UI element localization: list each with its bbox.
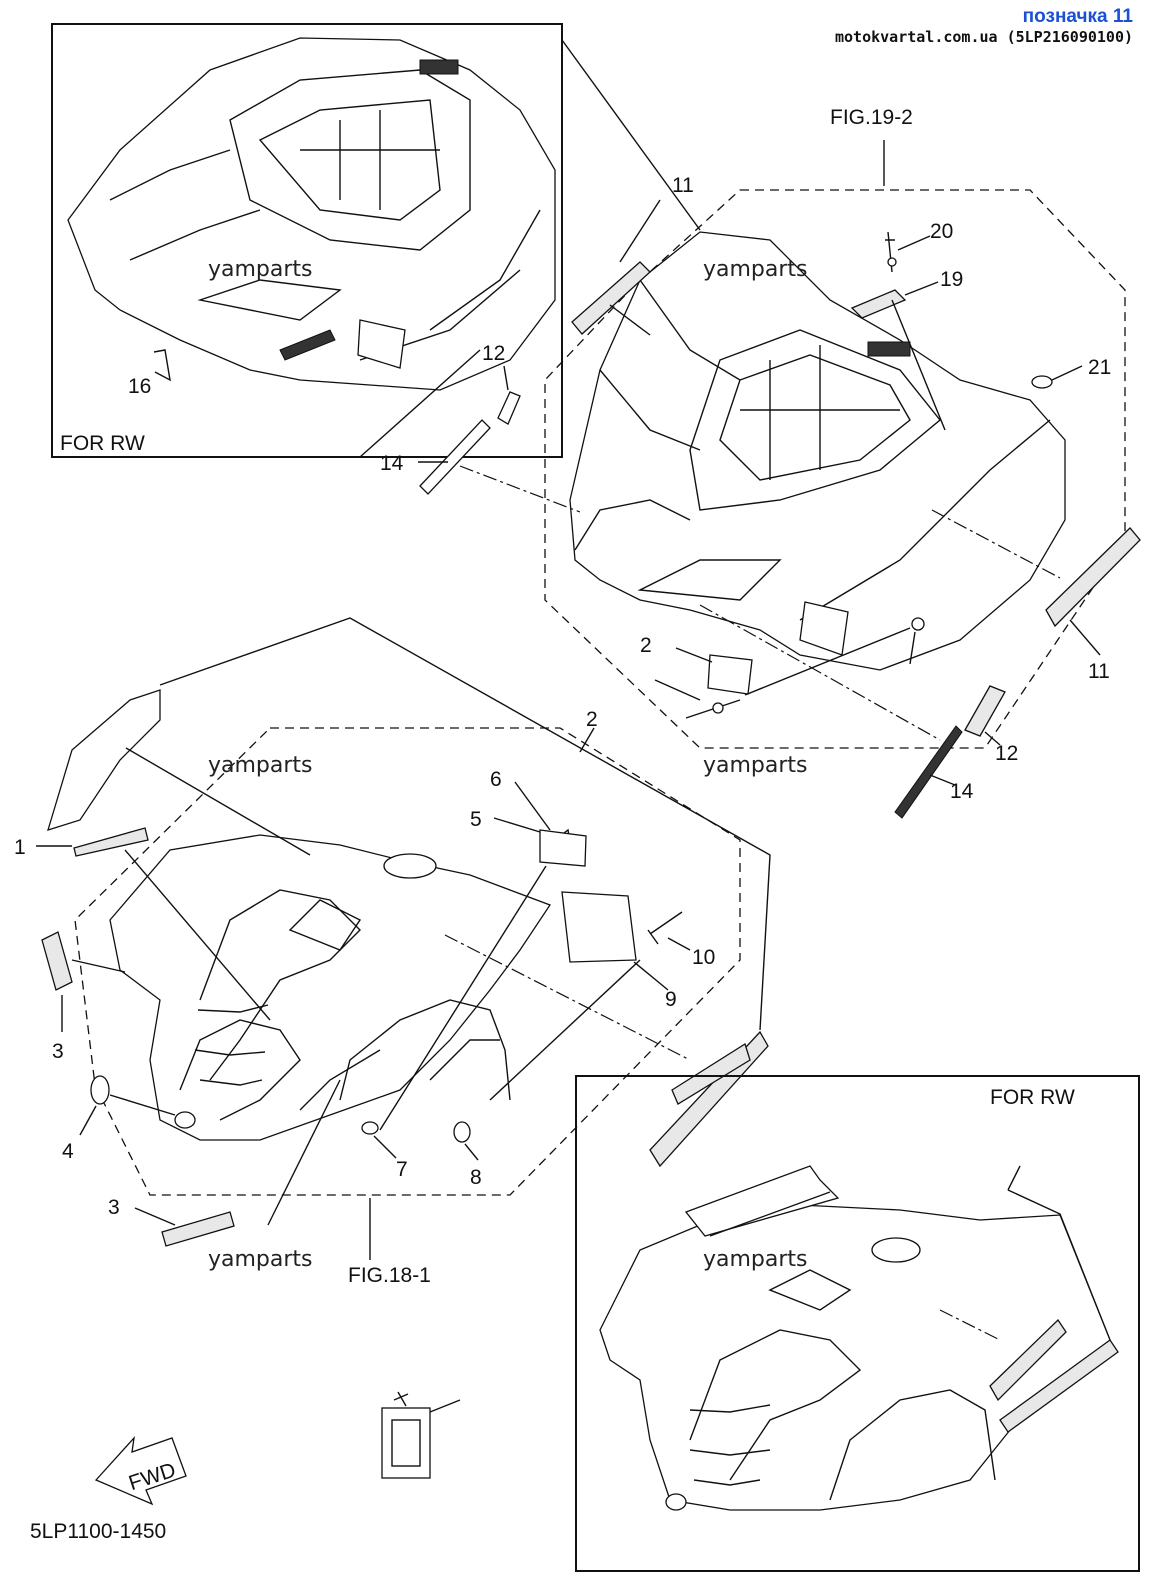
header-title: позначка 11 bbox=[1022, 6, 1133, 27]
fig-19-2-frame bbox=[544, 189, 1126, 749]
rear-fender-body bbox=[569, 231, 1066, 671]
callout-12-lower: 12 bbox=[995, 742, 1018, 765]
watermark: yamparts bbox=[703, 257, 808, 282]
fig-18-1-front-fender: yamparts yamparts 2 1 3 4 3 bbox=[14, 617, 771, 1287]
fig-19-2-label: FIG.19-2 bbox=[830, 106, 913, 129]
inset-rear-decal bbox=[419, 59, 459, 75]
reflector-part-14-lower bbox=[894, 725, 963, 819]
inset-front-label: FOR RW bbox=[990, 1086, 1075, 1109]
bracket-part-18 bbox=[707, 654, 753, 695]
inset-rear-frame bbox=[51, 23, 563, 458]
fig-19-2-rear-fender: FIG.19-2 yamparts yamparts 11 20 bbox=[380, 106, 1141, 819]
callout-3-left: 3 bbox=[52, 1040, 64, 1063]
watermark: yamparts bbox=[208, 753, 313, 778]
cap-part-17 bbox=[1031, 375, 1053, 389]
callout-11-upper: 11 bbox=[672, 174, 694, 197]
callout-1: 1 bbox=[14, 836, 26, 859]
front-fender-arch bbox=[339, 999, 511, 1101]
grommet-part-20 bbox=[911, 617, 925, 631]
decal-part-3-left bbox=[41, 931, 73, 991]
inset-front-fender-rw: FOR RW yamparts bbox=[575, 1075, 1140, 1572]
cap-part-4 bbox=[90, 1075, 110, 1105]
front-fender-body bbox=[109, 834, 551, 1141]
watermark: yamparts bbox=[208, 257, 313, 282]
fwd-arrow: FWD bbox=[94, 1435, 187, 1506]
decal-part-15 bbox=[850, 289, 907, 319]
callout-14-lower: 14 bbox=[950, 780, 974, 803]
inset-rear-fender-rw: 16 FOR RW yamparts bbox=[51, 23, 563, 458]
decal-part-11-upper bbox=[571, 261, 651, 335]
inset-rear-label: FOR RW bbox=[60, 432, 145, 455]
callout-2: 2 bbox=[586, 708, 598, 731]
callout-9: 10 bbox=[692, 946, 715, 969]
bolt-part-9 bbox=[647, 911, 683, 945]
watermark: yamparts bbox=[703, 753, 808, 778]
fuel-cap-opening bbox=[383, 853, 437, 879]
inset-rear-storage-box bbox=[229, 69, 471, 251]
callout-13: 16 bbox=[128, 375, 151, 398]
watermark: yamparts bbox=[208, 1247, 313, 1272]
reflector-part-12-upper bbox=[497, 391, 521, 425]
watermark: yamparts bbox=[703, 1247, 808, 1272]
grommet-part-7 bbox=[361, 1121, 379, 1135]
callout-7: 7 bbox=[396, 1158, 408, 1181]
callout-16: 20 bbox=[930, 220, 953, 243]
inset-front-frame bbox=[575, 1075, 1140, 1572]
callout-12-upper: 12 bbox=[482, 342, 505, 365]
callout-6: 6 bbox=[490, 768, 502, 791]
reflector-part-14-upper bbox=[419, 419, 491, 495]
decal-part-3-lower bbox=[161, 1211, 235, 1247]
panel-part-5 bbox=[539, 829, 587, 867]
callout-18: 2 bbox=[640, 634, 652, 657]
header-site: motokvartal.com.ua (5LP216090100) bbox=[834, 28, 1133, 46]
callout-11-right: 11 bbox=[1088, 660, 1110, 683]
tag-part-21 bbox=[381, 1391, 461, 1479]
callout-8: 9 bbox=[665, 988, 677, 1011]
fig-18-1-label: FIG.18-1 bbox=[348, 1264, 431, 1287]
panel-part-8 bbox=[561, 891, 637, 963]
callout-14-upper: 14 bbox=[380, 452, 404, 475]
front-fender-side-decal bbox=[47, 689, 161, 831]
decal-front-right bbox=[649, 1030, 769, 1168]
decal-part-11-right bbox=[1045, 527, 1141, 628]
reflector-part-12-lower bbox=[964, 685, 1006, 737]
callout-10: 8 bbox=[470, 1166, 482, 1189]
callout-17: 21 bbox=[1088, 356, 1111, 379]
decal-part-1 bbox=[73, 827, 149, 857]
fig-18-1-frame bbox=[74, 727, 741, 1196]
callout-15: 19 bbox=[940, 268, 963, 291]
callout-3-lower: 3 bbox=[108, 1196, 120, 1219]
grommet-part-10 bbox=[453, 1121, 471, 1143]
callout-4: 4 bbox=[62, 1140, 74, 1163]
rear-storage-box bbox=[689, 329, 941, 511]
callout-5: 5 bbox=[470, 808, 482, 831]
part-code: 5LP1100-1450 bbox=[30, 1520, 166, 1543]
